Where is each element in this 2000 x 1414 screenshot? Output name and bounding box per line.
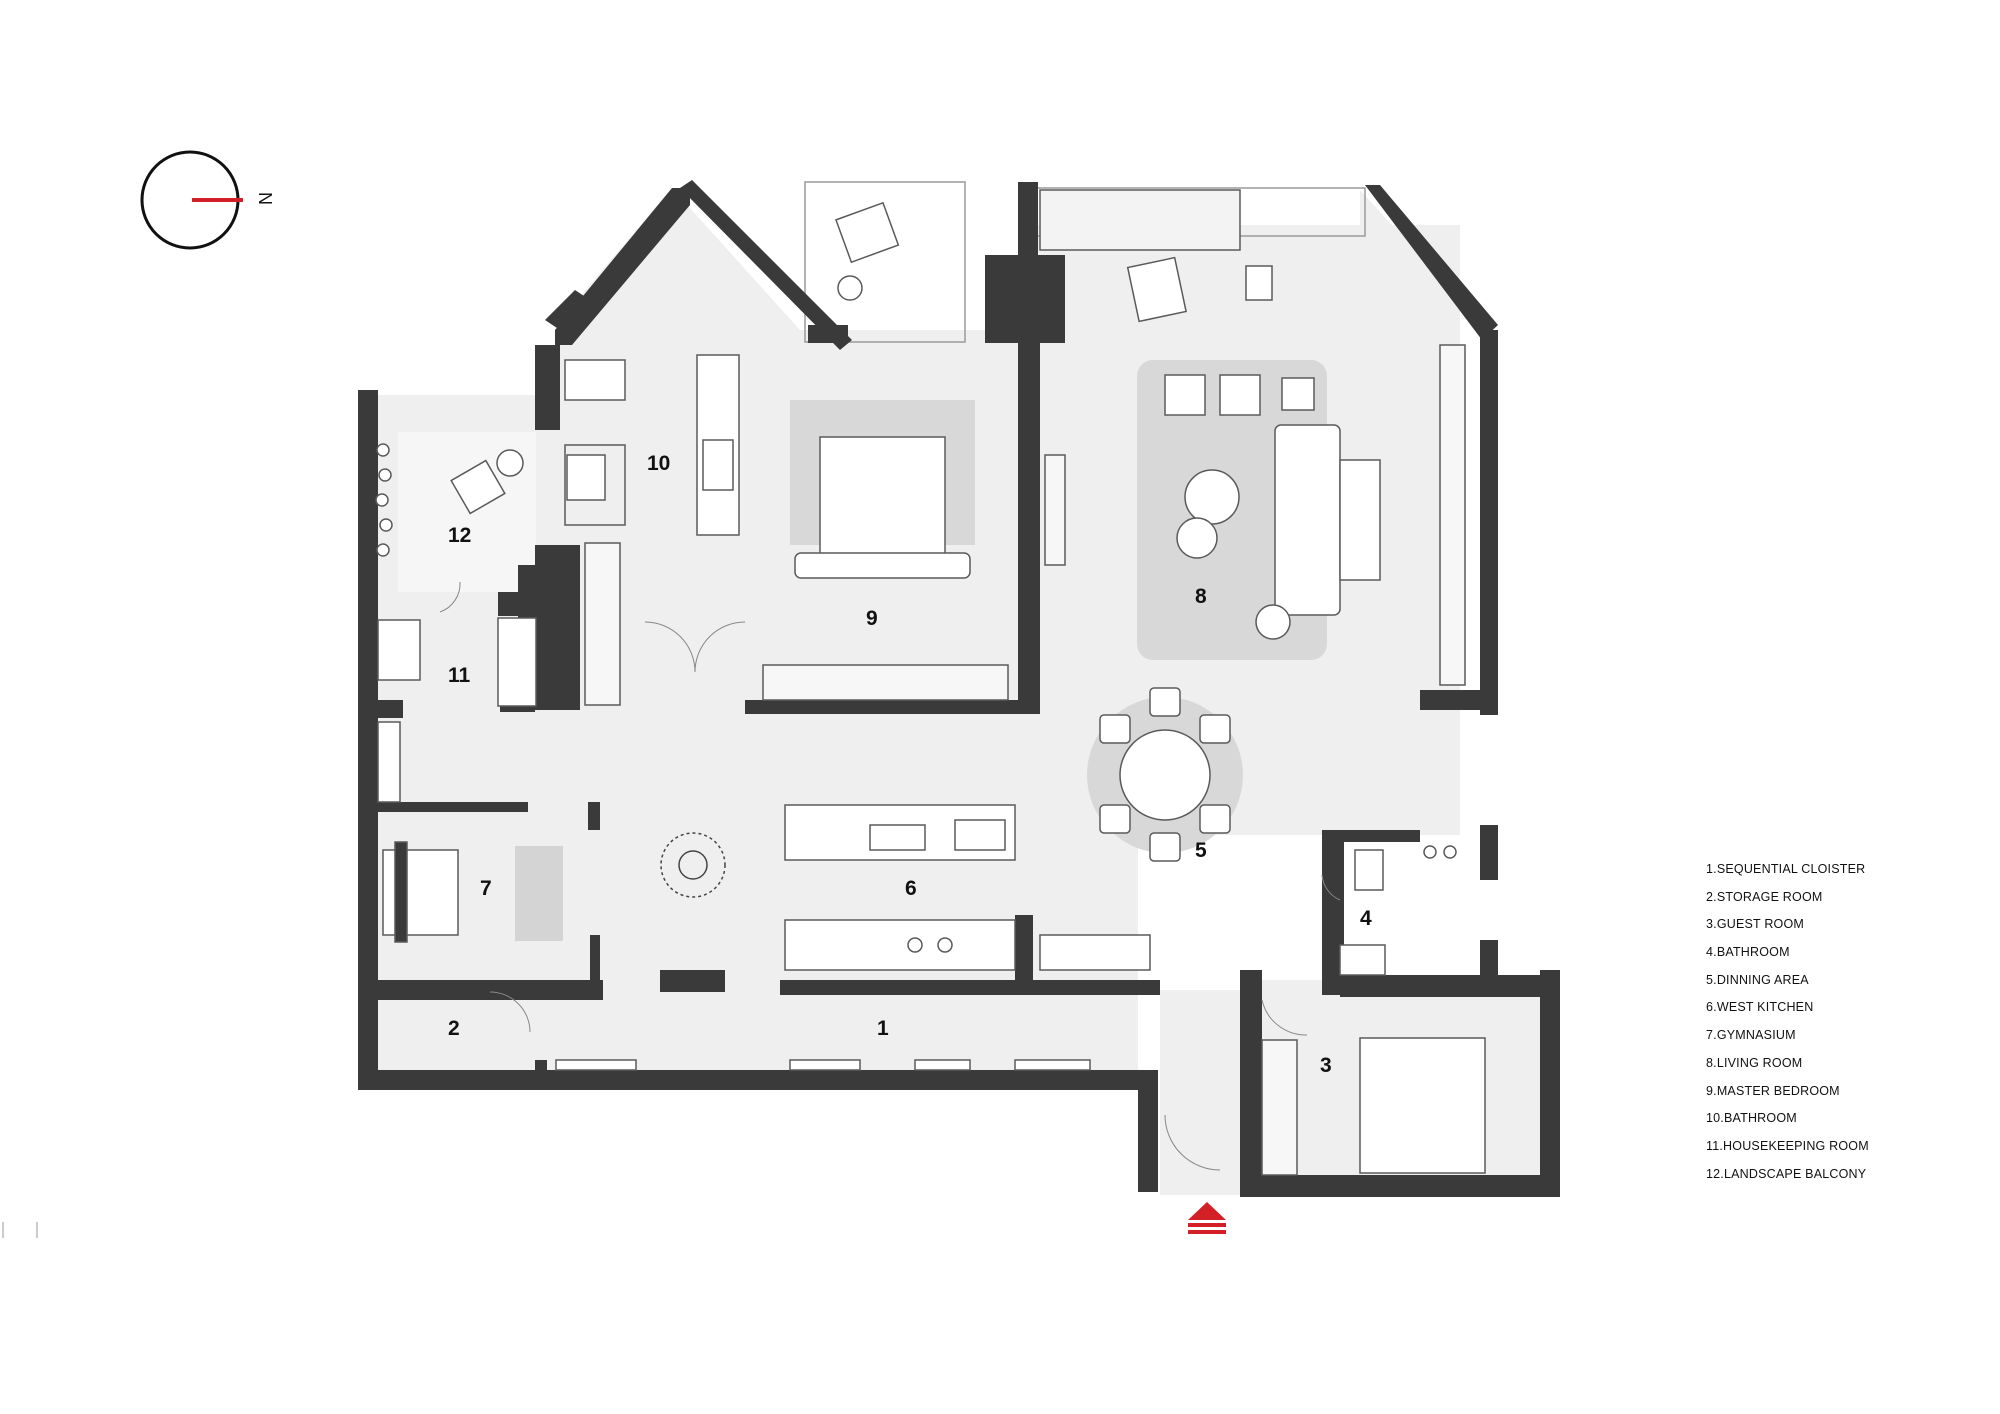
room-number-7: 7 <box>480 877 492 900</box>
legend-item: 8.LIVING ROOM <box>1706 1055 1803 1070</box>
room-number-6: 6 <box>905 877 917 900</box>
plant-icon <box>660 832 726 898</box>
armchair-12 <box>450 459 506 515</box>
legend-item: 6.WEST KITCHEN <box>1706 1000 1814 1015</box>
furniture <box>375 189 1486 1176</box>
coffee-table-small <box>1176 517 1218 559</box>
legend-item: 1.SEQUENTIAL CLOISTER <box>1706 862 1866 876</box>
guest-bed <box>1359 1037 1486 1174</box>
entrance-arrow-icon <box>1188 1202 1226 1234</box>
shower <box>564 359 626 401</box>
utility-cabinet <box>497 617 537 707</box>
gym-mat <box>515 846 563 941</box>
room-legend: 1.SEQUENTIAL CLOISTER 2.STORAGE ROOM 3.G… <box>1706 856 1869 1188</box>
room-number-8: 8 <box>1195 585 1207 608</box>
wardrobe-left <box>584 542 621 706</box>
balcony-chair <box>835 201 900 264</box>
room-number-5: 5 <box>1195 839 1207 862</box>
walls <box>358 180 1560 1197</box>
legend-item: 4.BATHROOM <box>1706 945 1790 960</box>
room-number-1: 1 <box>877 1017 889 1040</box>
sideboard <box>1039 934 1151 971</box>
legend-item: 9.MASTER BEDROOM <box>1706 1083 1840 1098</box>
side-table-living <box>1339 459 1381 581</box>
north-chair <box>1126 256 1187 323</box>
bench-north <box>1039 189 1241 251</box>
legend-item: 10.BATHROOM <box>1706 1111 1797 1126</box>
balcony-table <box>837 275 863 301</box>
bedroom-wardrobe <box>762 664 1009 701</box>
lounge-chair-2 <box>1219 374 1261 416</box>
room-number-4: 4 <box>1360 907 1372 930</box>
housekeeping-closet <box>377 721 401 803</box>
legend-item: 11.HOUSEKEEPING ROOM <box>1706 1138 1869 1153</box>
door-swings <box>439 581 1341 1171</box>
guest-wardrobe <box>1261 1039 1298 1176</box>
room-number-3: 3 <box>1320 1054 1332 1077</box>
legend-item: 3.GUEST ROOM <box>1706 917 1805 932</box>
room-number-12: 12 <box>448 524 471 547</box>
room-number-11: 11 <box>448 664 471 687</box>
coffee-table-big <box>1184 469 1240 525</box>
stool <box>1255 604 1291 640</box>
toilet-4 <box>1354 849 1384 891</box>
north-arrow-icon <box>140 150 243 250</box>
lounge-chair-1 <box>1164 374 1206 416</box>
console <box>1044 454 1066 566</box>
sink-4 <box>1339 944 1386 976</box>
room-number-2: 2 <box>448 1017 460 1040</box>
floor-lamp <box>1281 377 1315 411</box>
legend-item: 12.LANDSCAPE BALCONY <box>1706 1166 1867 1181</box>
legend-item: 2.STORAGE ROOM <box>1706 889 1823 904</box>
room-number-10: 10 <box>647 452 670 475</box>
bedroom-vanity <box>696 354 740 536</box>
kitchen-island <box>784 804 1016 861</box>
dining-table <box>1119 729 1211 821</box>
speaker <box>1245 265 1273 301</box>
table-12 <box>496 449 524 477</box>
balcony-outline <box>804 181 966 343</box>
tv-cabinet <box>1439 344 1466 686</box>
laundry <box>377 619 421 681</box>
kitchen-counter <box>784 919 1016 971</box>
room-number-9: 9 <box>866 607 878 630</box>
legend-item: 5.DINNING AREA <box>1706 972 1809 987</box>
sofa <box>1274 424 1341 616</box>
compass-north-label: N <box>255 192 275 205</box>
toilet-10 <box>566 454 606 501</box>
legend-item: 7.GYMNASIUM <box>1706 1028 1796 1043</box>
